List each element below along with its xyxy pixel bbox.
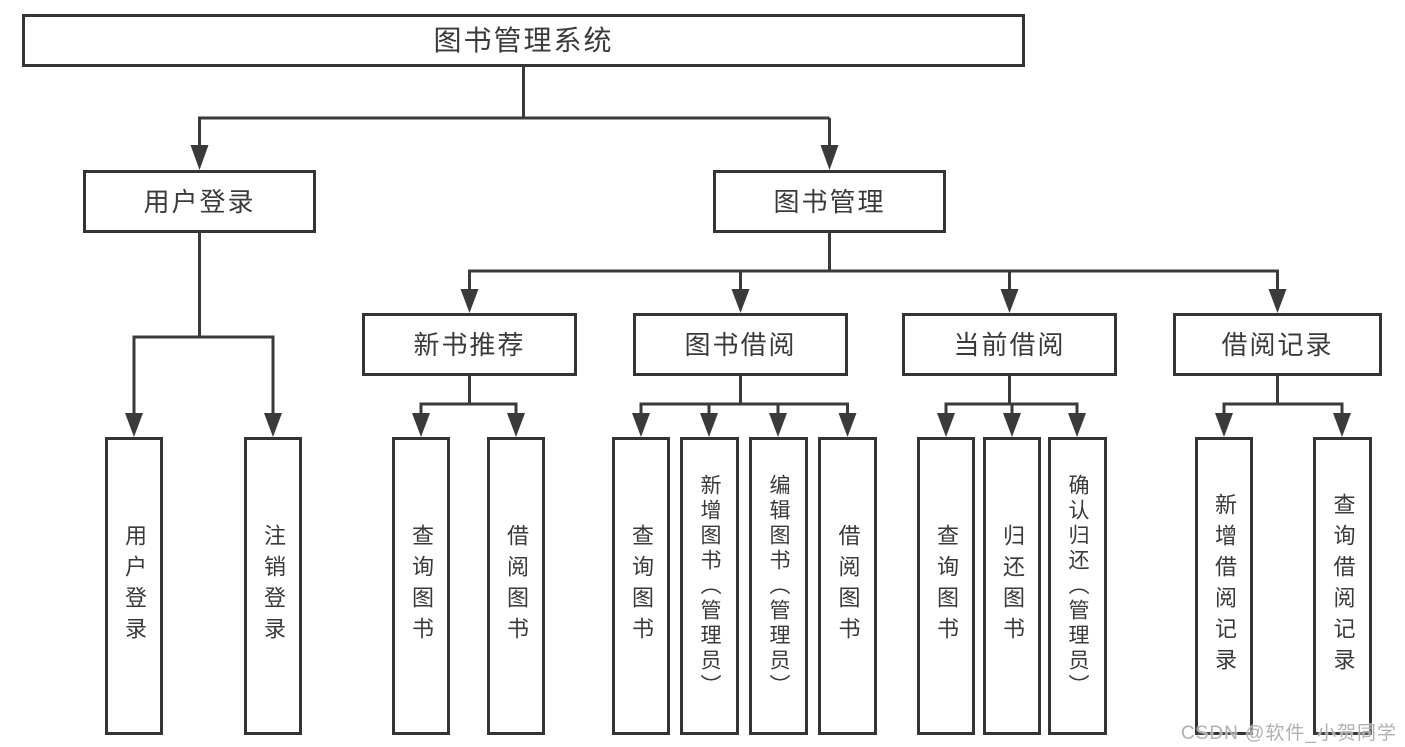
leaf-borrow-books-recommend: 借阅图书 bbox=[487, 437, 545, 735]
node-label: 图书借阅 bbox=[684, 329, 797, 360]
leaf-confirm-return-admin: 确认归还（管理员） bbox=[1048, 437, 1107, 735]
node-borrowing-records: 借阅记录 bbox=[1173, 313, 1382, 376]
node-label: 注销登录 bbox=[261, 524, 286, 648]
node-label: 确认归还（管理员） bbox=[1066, 473, 1089, 699]
csdn-watermark: CSDN @软件_小贺同学 bbox=[1181, 723, 1397, 744]
node-label: 查询借阅记录 bbox=[1330, 493, 1356, 679]
node-label: 编辑图书（管理员） bbox=[767, 473, 790, 699]
node-user-login: 用户登录 bbox=[83, 170, 316, 233]
node-label: 归还图书 bbox=[1000, 524, 1025, 648]
leaf-return-books: 归还图书 bbox=[983, 437, 1041, 735]
node-label: 借阅图书 bbox=[835, 524, 861, 648]
node-label: 新书推荐 bbox=[413, 329, 526, 360]
leaf-query-books-recommend: 查询图书 bbox=[392, 437, 450, 735]
node-label: 图书管理 bbox=[773, 186, 886, 217]
leaf-borrow-books-borrowing: 借阅图书 bbox=[818, 437, 877, 735]
leaf-add-borrow-record: 新增借阅记录 bbox=[1195, 437, 1253, 735]
leaf-user-login: 用户登录 bbox=[105, 437, 163, 735]
node-label: 查询图书 bbox=[934, 524, 959, 648]
node-label: 图书管理系统 bbox=[433, 24, 614, 56]
node-label: 用户登录 bbox=[143, 186, 256, 217]
node-label: 借阅图书 bbox=[504, 524, 529, 648]
node-label: 用户登录 bbox=[122, 524, 147, 648]
leaf-query-borrow-record: 查询借阅记录 bbox=[1313, 437, 1372, 735]
node-new-book-recommendation: 新书推荐 bbox=[362, 313, 577, 376]
node-current-borrowing: 当前借阅 bbox=[902, 313, 1117, 376]
node-label: 新增借阅记录 bbox=[1212, 493, 1237, 679]
leaf-query-books-current: 查询图书 bbox=[917, 437, 975, 735]
node-library-management-system: 图书管理系统 bbox=[22, 14, 1025, 67]
node-label: 查询图书 bbox=[409, 524, 434, 648]
leaf-query-books-borrowing: 查询图书 bbox=[612, 437, 670, 735]
arrowhead-icons bbox=[125, 145, 1351, 437]
node-book-management: 图书管理 bbox=[713, 170, 946, 233]
leaf-add-book-admin: 新增图书（管理员） bbox=[680, 437, 739, 735]
node-label: 查询图书 bbox=[629, 524, 654, 648]
node-label: 当前借阅 bbox=[953, 329, 1066, 360]
leaf-edit-book-admin: 编辑图书（管理员） bbox=[749, 437, 808, 735]
node-book-borrowing: 图书借阅 bbox=[633, 313, 848, 376]
leaf-logout: 注销登录 bbox=[244, 437, 302, 735]
node-label: 借阅记录 bbox=[1221, 329, 1334, 360]
node-label: 新增图书（管理员） bbox=[698, 473, 721, 699]
